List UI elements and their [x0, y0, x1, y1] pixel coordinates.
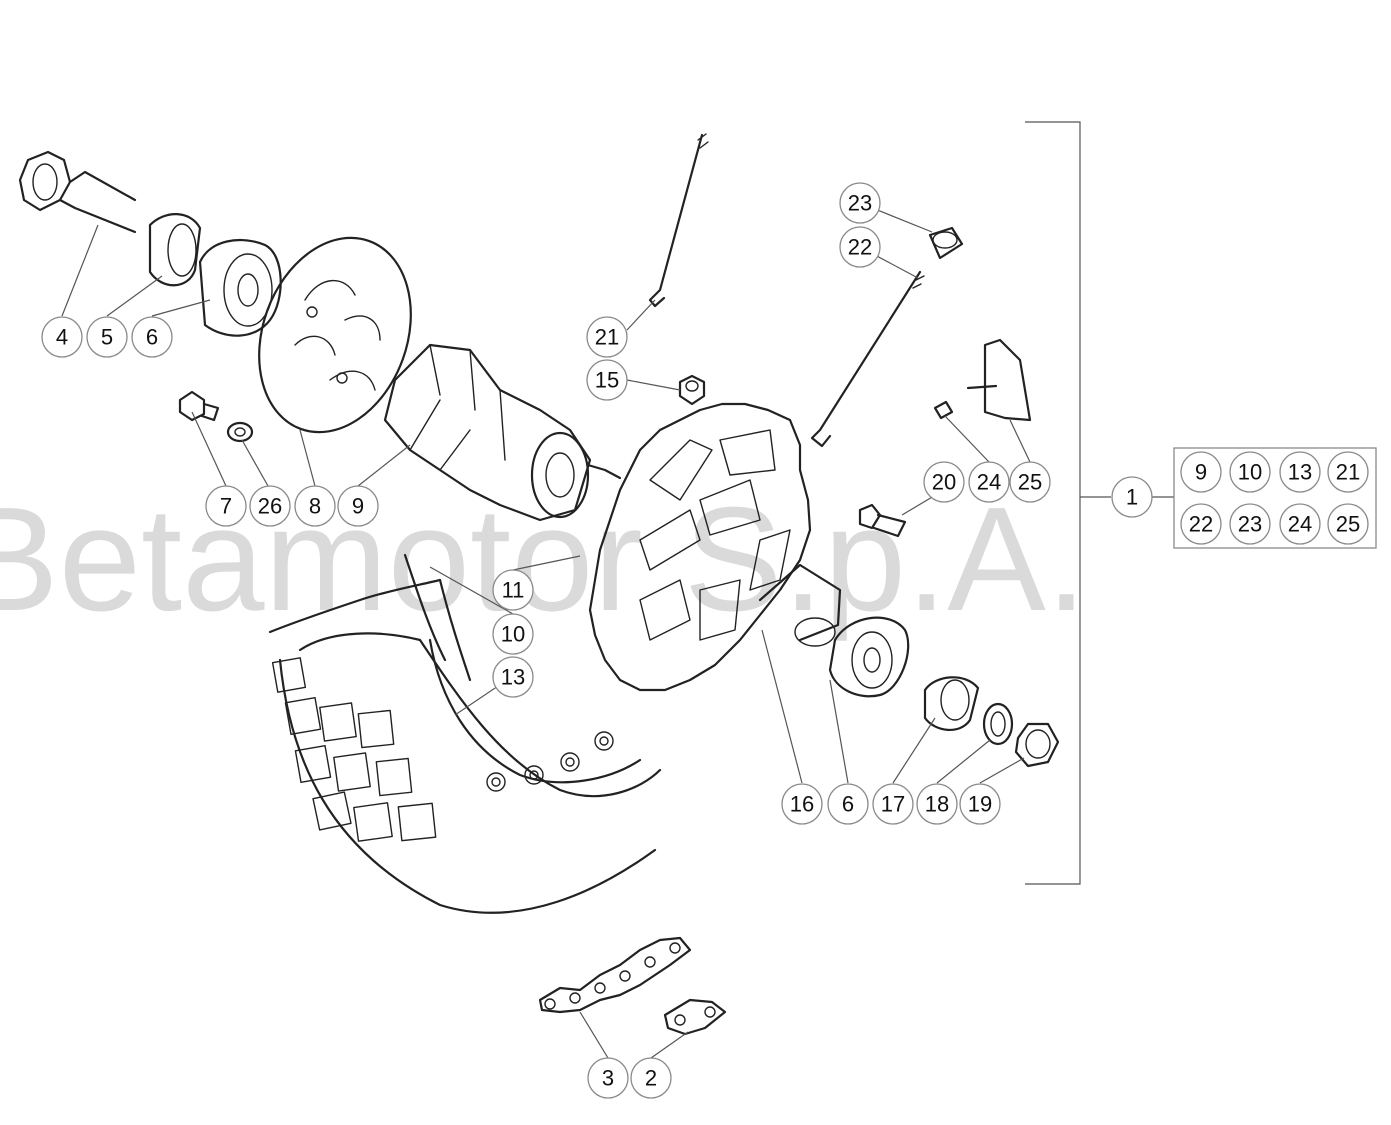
svg-text:24: 24	[1288, 512, 1312, 537]
callout-19: 19	[959, 783, 1001, 825]
svg-text:22: 22	[848, 235, 872, 260]
svg-text:22: 22	[1189, 512, 1213, 537]
svg-text:19: 19	[968, 792, 992, 817]
svg-text:8: 8	[309, 494, 321, 519]
callout-16: 16	[781, 783, 823, 825]
svg-text:7: 7	[220, 494, 232, 519]
callout-3: 3	[587, 1057, 629, 1099]
leader-lines	[61, 121, 1174, 1059]
rim-lock-drawing	[933, 338, 1032, 422]
kit-item: 9	[1180, 451, 1222, 493]
kit-contents-box: 9 10 13 21 22 23 24 25	[1173, 447, 1377, 549]
kit-item: 10	[1229, 451, 1271, 493]
callout-26: 26	[249, 485, 291, 527]
tyre-drawing	[268, 553, 662, 914]
svg-text:13: 13	[1288, 460, 1312, 485]
callout-23: 23	[839, 182, 881, 224]
bolt-washer-drawing	[178, 390, 254, 443]
callout-15: 15	[586, 359, 628, 401]
callout-20: 20	[923, 461, 965, 503]
callout-6-right: 6	[827, 783, 869, 825]
callout-9: 9	[337, 485, 379, 527]
kit-item: 22	[1180, 503, 1222, 545]
callout-1: 1	[1111, 476, 1153, 518]
nut-15-drawing	[678, 374, 706, 406]
callout-5: 5	[86, 316, 128, 358]
kit-item: 21	[1327, 451, 1369, 493]
callout-18: 18	[916, 783, 958, 825]
svg-text:21: 21	[595, 325, 619, 350]
svg-text:15: 15	[595, 368, 619, 393]
callout-6-left: 6	[131, 316, 173, 358]
svg-text:5: 5	[101, 325, 113, 350]
svg-text:23: 23	[1238, 512, 1262, 537]
svg-text:2: 2	[645, 1066, 657, 1091]
svg-text:16: 16	[790, 792, 814, 817]
callout-8: 8	[294, 485, 336, 527]
svg-text:6: 6	[146, 325, 158, 350]
svg-text:3: 3	[602, 1066, 614, 1091]
callout-24: 24	[968, 461, 1010, 503]
svg-text:13: 13	[501, 665, 525, 690]
svg-text:9: 9	[352, 494, 364, 519]
spoke-21-drawing	[648, 133, 709, 308]
callout-22: 22	[839, 226, 881, 268]
callout-21: 21	[586, 316, 628, 358]
svg-text:18: 18	[925, 792, 949, 817]
svg-text:25: 25	[1336, 512, 1360, 537]
brake-disc-drawing	[258, 236, 412, 434]
sprocket-drawing	[588, 402, 812, 692]
callout-11: 11	[492, 569, 534, 611]
callout-17: 17	[872, 783, 914, 825]
svg-text:25: 25	[1018, 470, 1042, 495]
svg-text:4: 4	[56, 325, 68, 350]
spoke-22-drawing	[810, 226, 964, 448]
svg-text:10: 10	[1238, 460, 1262, 485]
svg-text:20: 20	[932, 470, 956, 495]
svg-text:11: 11	[502, 578, 525, 603]
hub-drawing	[383, 343, 622, 522]
svg-text:24: 24	[977, 470, 1001, 495]
svg-text:10: 10	[501, 622, 525, 647]
svg-text:26: 26	[258, 494, 282, 519]
svg-text:6: 6	[842, 792, 854, 817]
callout-13: 13	[492, 656, 534, 698]
kit-item: 24	[1279, 503, 1321, 545]
callout-10: 10	[492, 613, 534, 655]
callout-4: 4	[41, 316, 83, 358]
bolt-20-drawing	[858, 503, 907, 538]
right-side-parts-drawing	[758, 563, 1060, 768]
svg-text:23: 23	[848, 191, 872, 216]
axle-drawing	[18, 150, 137, 234]
callout-2: 2	[630, 1057, 672, 1099]
chain-drawing	[538, 936, 727, 1036]
spacer-bearing-left	[148, 213, 282, 337]
svg-text:17: 17	[881, 792, 905, 817]
svg-text:1: 1	[1126, 485, 1138, 510]
callout-25: 25	[1009, 461, 1051, 503]
kit-item: 23	[1229, 503, 1271, 545]
kit-item: 25	[1327, 503, 1369, 545]
kit-item: 13	[1279, 451, 1321, 493]
callout-7: 7	[205, 485, 247, 527]
svg-text:9: 9	[1195, 460, 1207, 485]
svg-text:21: 21	[1336, 460, 1360, 485]
watermark: Betamotor S.p.A.	[0, 477, 1087, 642]
